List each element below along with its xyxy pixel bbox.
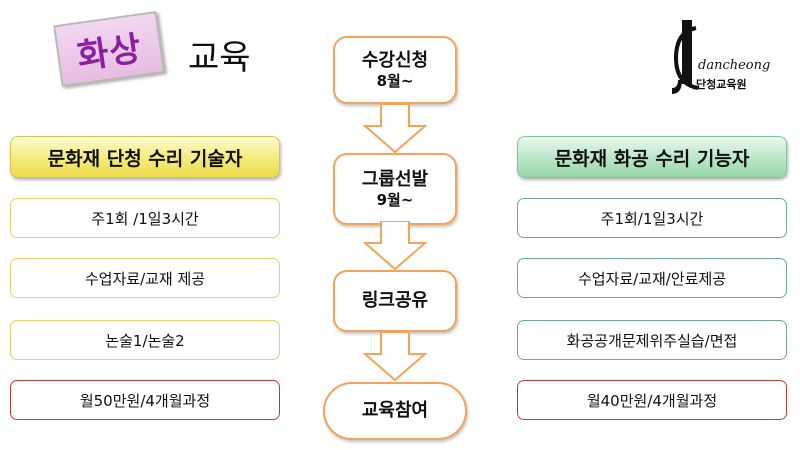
- down-arrow-icon: [363, 332, 427, 382]
- logo-brand: dancheong: [698, 58, 771, 73]
- logo-mark-icon: [672, 20, 699, 94]
- right-item-price: 월40만원/4개월과정: [517, 380, 787, 420]
- flow-step-title: 교육참여: [361, 400, 429, 421]
- left-item-materials: 수업자료/교재 제공: [10, 258, 280, 298]
- down-arrow-icon: [363, 221, 427, 271]
- left-item-essay: 논술1/논술2: [10, 320, 280, 360]
- flow-step-link: 링크공유: [333, 270, 457, 332]
- title-badge: 화상: [53, 11, 165, 87]
- page-title: 교육: [188, 38, 251, 78]
- flow-step-participate: 교육참여: [323, 382, 467, 440]
- flow-step-sub: 9월~: [376, 191, 414, 209]
- left-item-schedule: 주1회 /1일3시간: [10, 198, 280, 238]
- right-item-schedule: 주1회/1일3시간: [517, 198, 787, 238]
- left-column-header: 문화재 단청 수리 기술자: [10, 136, 280, 178]
- right-column-header: 문화재 화공 수리 기능자: [517, 136, 787, 178]
- flow-step-title: 링크공유: [361, 290, 429, 311]
- flow-step-title: 그룹선발: [361, 169, 429, 190]
- flow-step-apply: 수강신청 8월~: [333, 36, 457, 104]
- logo-org: 단청교육원: [696, 78, 747, 91]
- right-item-materials: 수업자료/교재/안료제공: [517, 258, 787, 298]
- down-arrow-icon: [363, 104, 427, 154]
- flow-step-sub: 8월~: [376, 72, 414, 90]
- badge-label: 화상: [74, 28, 145, 77]
- left-item-price: 월50만원/4개월과정: [10, 380, 280, 420]
- flow-step-select: 그룹선발 9월~: [333, 153, 457, 225]
- flow-step-title: 수강신청: [361, 50, 429, 71]
- logo: dancheong 단청교육원: [658, 18, 778, 100]
- right-item-practice: 화공공개문제위주실습/면접: [517, 320, 787, 360]
